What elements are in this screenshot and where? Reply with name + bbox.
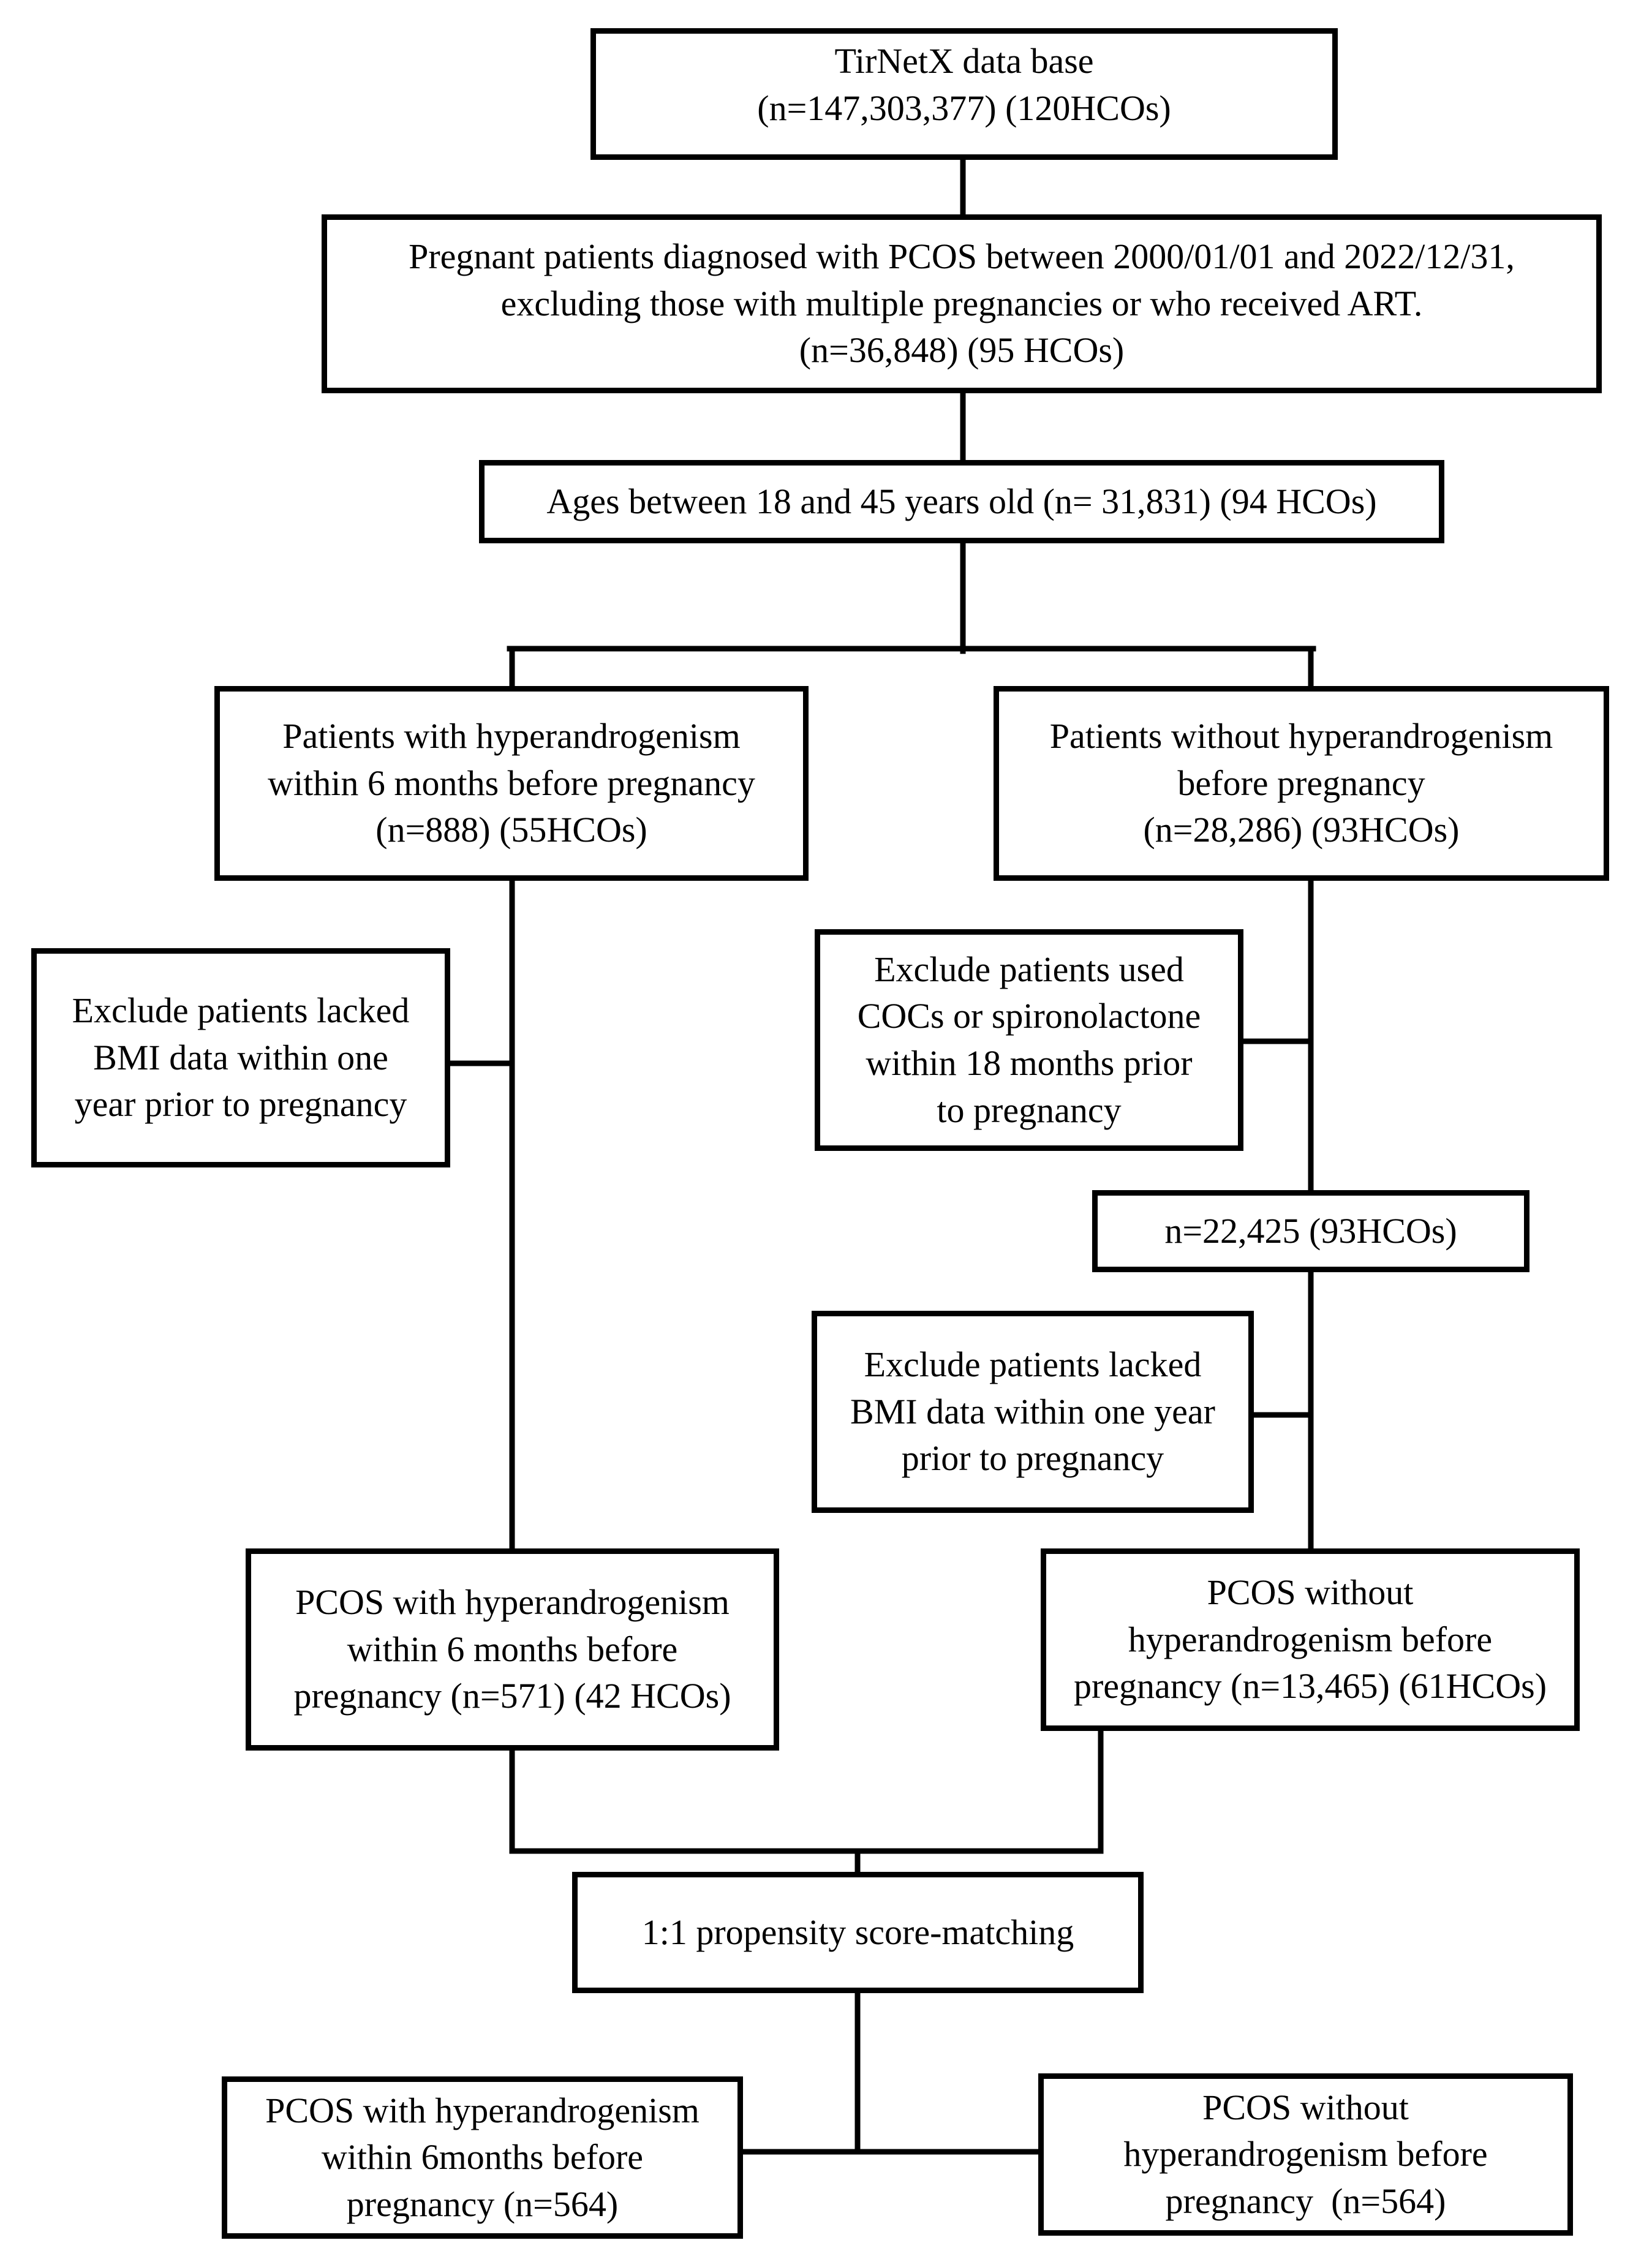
node-without-hyperandrogenism: Patients without hyperandrogenism before… xyxy=(994,686,1609,881)
node-exclude-bmi-right: Exclude patients lacked BMI data within … xyxy=(812,1311,1254,1513)
node-pcos-with-hyperandrogenism: PCOS with hyperandrogenism within 6 mont… xyxy=(246,1548,779,1751)
node-propensity-matching: 1:1 propensity score-matching xyxy=(572,1872,1144,1993)
node-tirnetx-database: TirNetX data base (n=147,303,377) (120HC… xyxy=(590,28,1338,160)
node-pcos-without-hyperandrogenism: PCOS without hyperandrogenism before pre… xyxy=(1041,1548,1580,1731)
node-exclude-coc-spironolactone: Exclude patients used COCs or spironolac… xyxy=(815,929,1243,1151)
node-with-hyperandrogenism: Patients with hyperandrogenism within 6 … xyxy=(214,686,809,881)
node-age-filter: Ages between 18 and 45 years old (n= 31,… xyxy=(479,460,1444,543)
node-final-pcos-with: PCOS with hyperandrogenism within 6month… xyxy=(222,2076,743,2239)
node-n22425: n=22,425 (93HCOs) xyxy=(1092,1190,1529,1272)
node-final-pcos-without: PCOS without hyperandrogenism before pre… xyxy=(1038,2073,1573,2236)
node-pregnant-pcos-patients: Pregnant patients diagnosed with PCOS be… xyxy=(322,214,1602,393)
node-exclude-bmi-left: Exclude patients lacked BMI data within … xyxy=(31,948,450,1167)
